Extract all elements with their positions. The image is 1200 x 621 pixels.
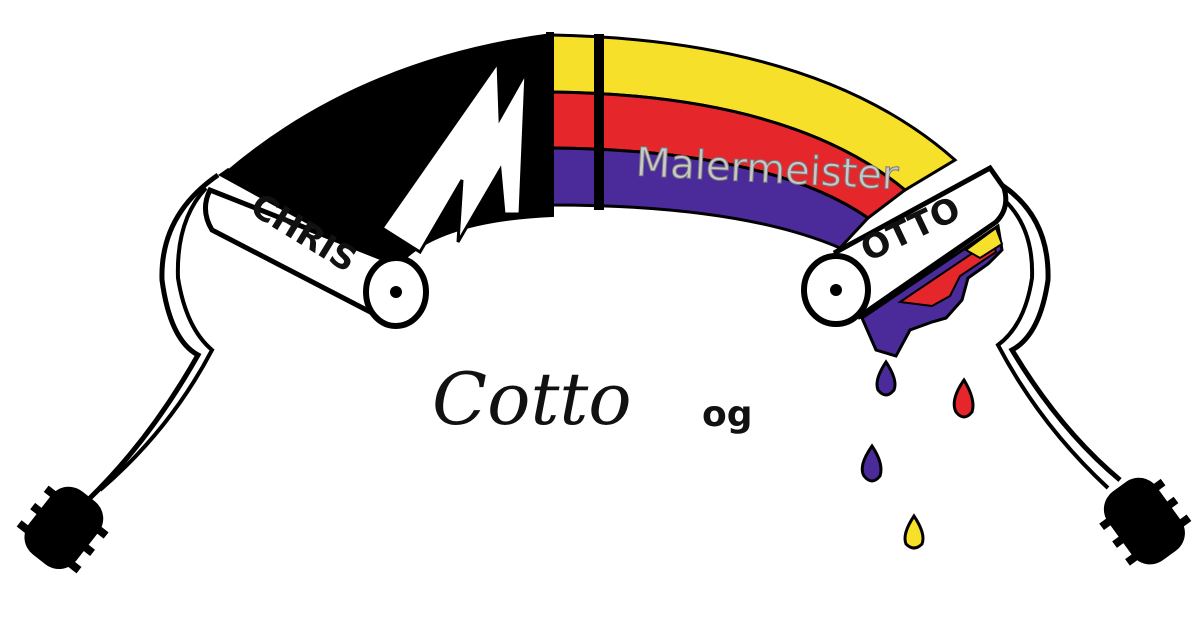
arc-divider bbox=[594, 34, 604, 210]
right-handle-grip bbox=[1099, 477, 1192, 566]
paint-drop-icon bbox=[875, 359, 897, 397]
left-roller-handle-inner bbox=[98, 186, 215, 492]
paint-drop-icon bbox=[903, 513, 925, 550]
right-roller-handle bbox=[988, 175, 1122, 482]
paint-drop-icon bbox=[860, 443, 883, 483]
lightning-m-mark bbox=[379, 57, 528, 255]
right-roller-axle-icon bbox=[830, 284, 842, 296]
left-roller-axle-icon bbox=[390, 286, 402, 298]
right-roller-handle-inner bbox=[995, 194, 1110, 490]
right-roller-paint-yellow bbox=[964, 226, 1004, 260]
left-roller-handle bbox=[86, 172, 220, 502]
og-connector: og bbox=[702, 394, 753, 435]
arc-divider bbox=[546, 32, 554, 216]
arc-purple-stripe bbox=[550, 146, 871, 250]
left-handle-grip bbox=[16, 485, 109, 574]
cotto-wordmark: Cotto bbox=[432, 357, 632, 441]
paint-drop-icon bbox=[952, 377, 975, 419]
